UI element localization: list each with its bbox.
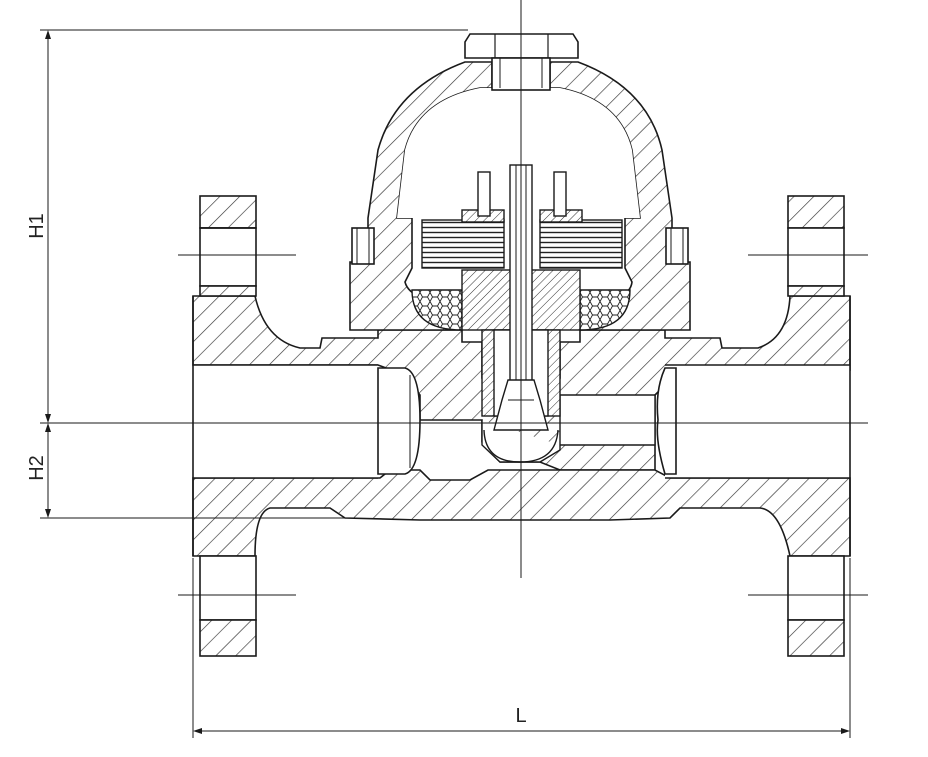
valve-seat-cup (483, 429, 559, 463)
left-cover-bolt (351, 227, 375, 265)
guide-pin-left (477, 171, 491, 217)
left-flange-bolt-hole-bottom (199, 555, 257, 621)
bonnet-cover (349, 61, 691, 331)
l-label: L (515, 705, 526, 727)
right-flange-neck-top (787, 285, 845, 297)
inlet-plug (377, 367, 421, 475)
left-flange-bolt-top (199, 195, 257, 229)
inlet-bore (193, 365, 378, 478)
left-flange-neck-top (199, 285, 257, 297)
right-cover-bolt (665, 227, 689, 265)
left-flange (192, 195, 257, 657)
right-flange-bolt-bottom (787, 619, 845, 657)
left-flange-bolt-bottom (199, 619, 257, 657)
bimetal-left (421, 219, 505, 269)
dimension-lines (40, 29, 851, 738)
honeycomb-seat (411, 289, 631, 331)
bimetal-stack (421, 209, 623, 269)
cover-cavity (397, 88, 640, 218)
internal-passage (481, 394, 656, 463)
right-flange-bolt-hole-top (787, 227, 845, 287)
outlet-bore (665, 365, 850, 478)
guide-pin-right (553, 171, 567, 217)
h2-label: H2 (26, 455, 48, 481)
center-lines (178, 0, 868, 596)
right-flange (787, 195, 851, 657)
right-flange-bolt-hole-bottom (787, 555, 845, 621)
h1-label: H1 (26, 213, 48, 239)
outlet-plug (656, 367, 677, 475)
left-flange-bolt-hole-top (199, 227, 257, 287)
bimetal-right (539, 219, 623, 269)
honeycomb-right (579, 289, 631, 331)
right-flange-bolt-top (787, 195, 845, 229)
